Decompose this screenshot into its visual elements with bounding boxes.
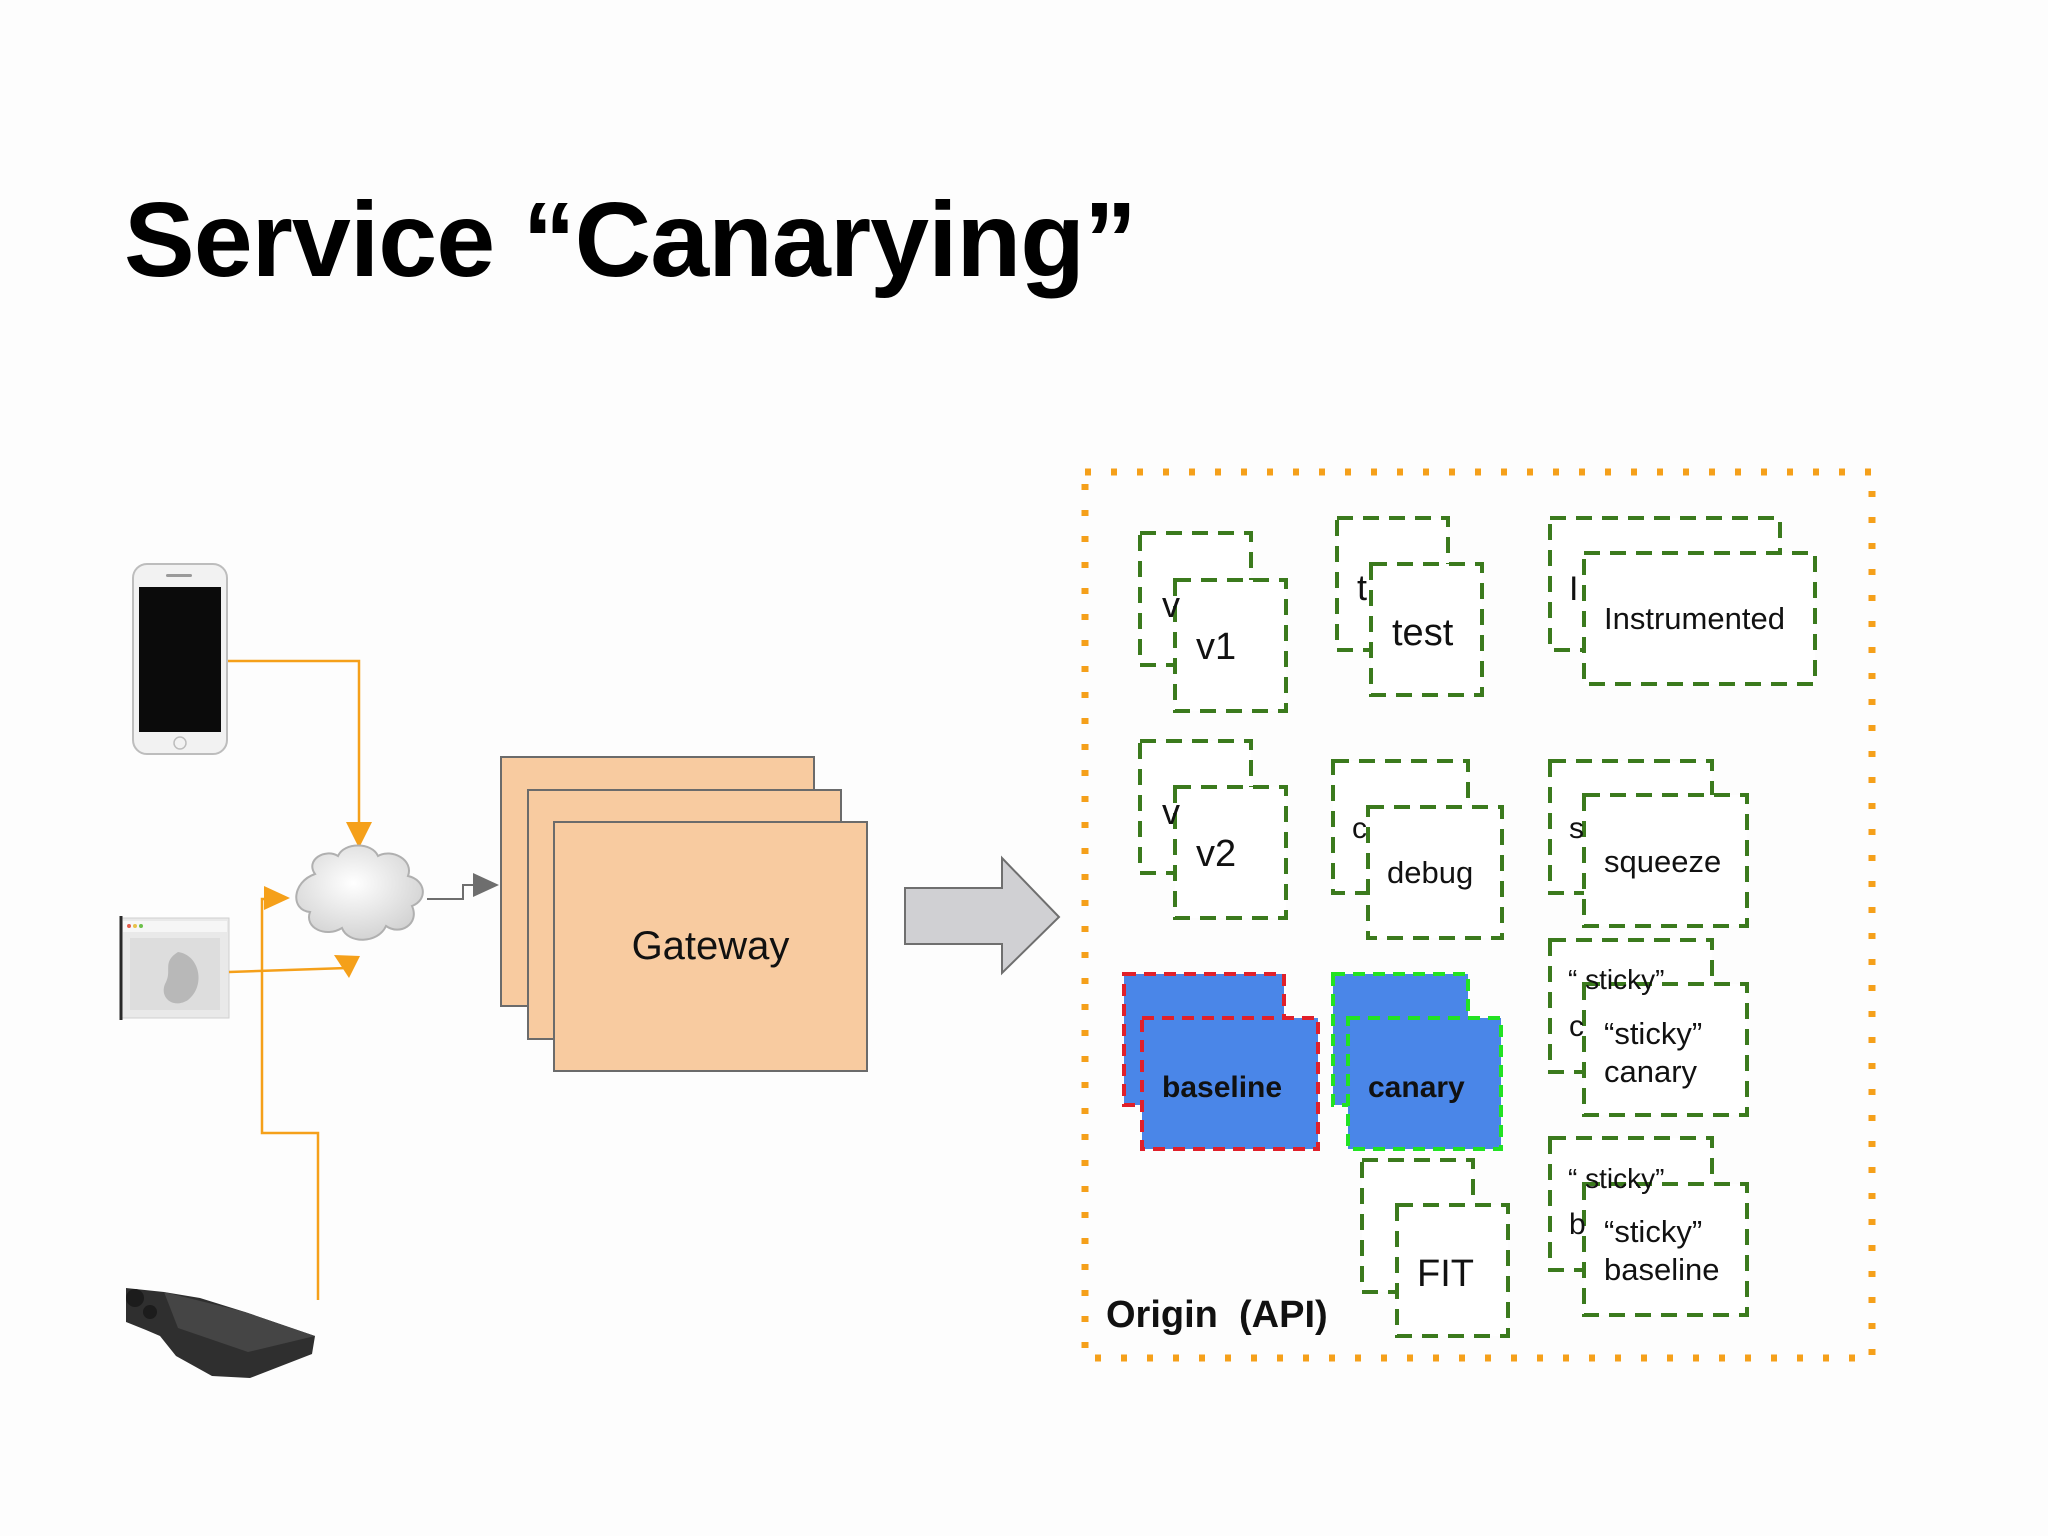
cluster-v1-back-label: v <box>1162 584 1180 625</box>
cluster-v2-label: v2 <box>1196 833 1236 875</box>
phone-icon <box>132 563 228 755</box>
cluster-squeeze[interactable] <box>1582 793 1749 928</box>
cluster-instrumented[interactable] <box>1582 551 1817 686</box>
cluster-fit-label: FIT <box>1417 1253 1474 1295</box>
cluster-sticky-canary[interactable] <box>1582 982 1749 1117</box>
cluster-v1[interactable] <box>1173 578 1288 713</box>
cluster-fit[interactable] <box>1395 1203 1510 1338</box>
cluster-sticky-canary-label-1: “sticky” <box>1604 1016 1702 1051</box>
cluster-instrumented-label: Instrumented <box>1604 601 1785 636</box>
cluster-sticky-canary-label-2: canary <box>1604 1054 1698 1089</box>
cluster-instrumented-back-label: I <box>1569 570 1578 608</box>
cluster-squeeze-label: squeeze <box>1604 844 1721 879</box>
origin-label: Origin (API) <box>1106 1294 1328 1336</box>
cluster-test-label: test <box>1392 612 1454 654</box>
cluster-debug-label: debug <box>1387 855 1473 890</box>
cluster-canary-label: canary <box>1368 1071 1465 1104</box>
orange-arrowheads <box>264 822 372 978</box>
cluster-v2-back-label: v <box>1162 791 1180 832</box>
gateway-box[interactable]: Gateway <box>553 821 868 1072</box>
cluster-baseline[interactable] <box>1140 1016 1320 1151</box>
cluster-v2[interactable] <box>1173 785 1288 920</box>
cloud-icon <box>295 844 424 941</box>
cluster-sticky-baseline[interactable] <box>1582 1182 1749 1317</box>
cluster-sticky-baseline-label-2: baseline <box>1604 1252 1719 1287</box>
cluster-sticky-baseline-back-side: b <box>1569 1208 1586 1241</box>
cluster-sticky-canary-back-side: c <box>1569 1010 1584 1043</box>
cluster-test[interactable] <box>1369 562 1484 697</box>
cluster-v1-label: v1 <box>1196 626 1236 668</box>
browser-icon <box>119 916 230 1020</box>
router-device-icon <box>126 1288 315 1378</box>
cluster-sticky-canary-back-top: “ sticky” <box>1568 964 1664 995</box>
gateway-to-origin-arrow <box>904 855 1061 976</box>
cluster-sticky-baseline-label-1: “sticky” <box>1604 1214 1702 1249</box>
origin-container <box>1081 468 1876 1362</box>
cloud-to-gateway-arrow <box>427 873 499 900</box>
gateway-label: Gateway <box>631 924 790 968</box>
cluster-debug-back-label: c <box>1352 812 1367 845</box>
cluster-canary[interactable] <box>1346 1016 1503 1151</box>
cluster-test-back-label: t <box>1357 567 1367 608</box>
cluster-sticky-baseline-back-top: “ sticky” <box>1568 1163 1664 1194</box>
cluster-debug[interactable] <box>1366 805 1504 940</box>
cluster-baseline-label: baseline <box>1162 1071 1282 1104</box>
cluster-squeeze-back-label: s <box>1569 812 1584 845</box>
slide-title: Service “Canarying” <box>124 181 1137 299</box>
client-connectors <box>228 659 361 1300</box>
